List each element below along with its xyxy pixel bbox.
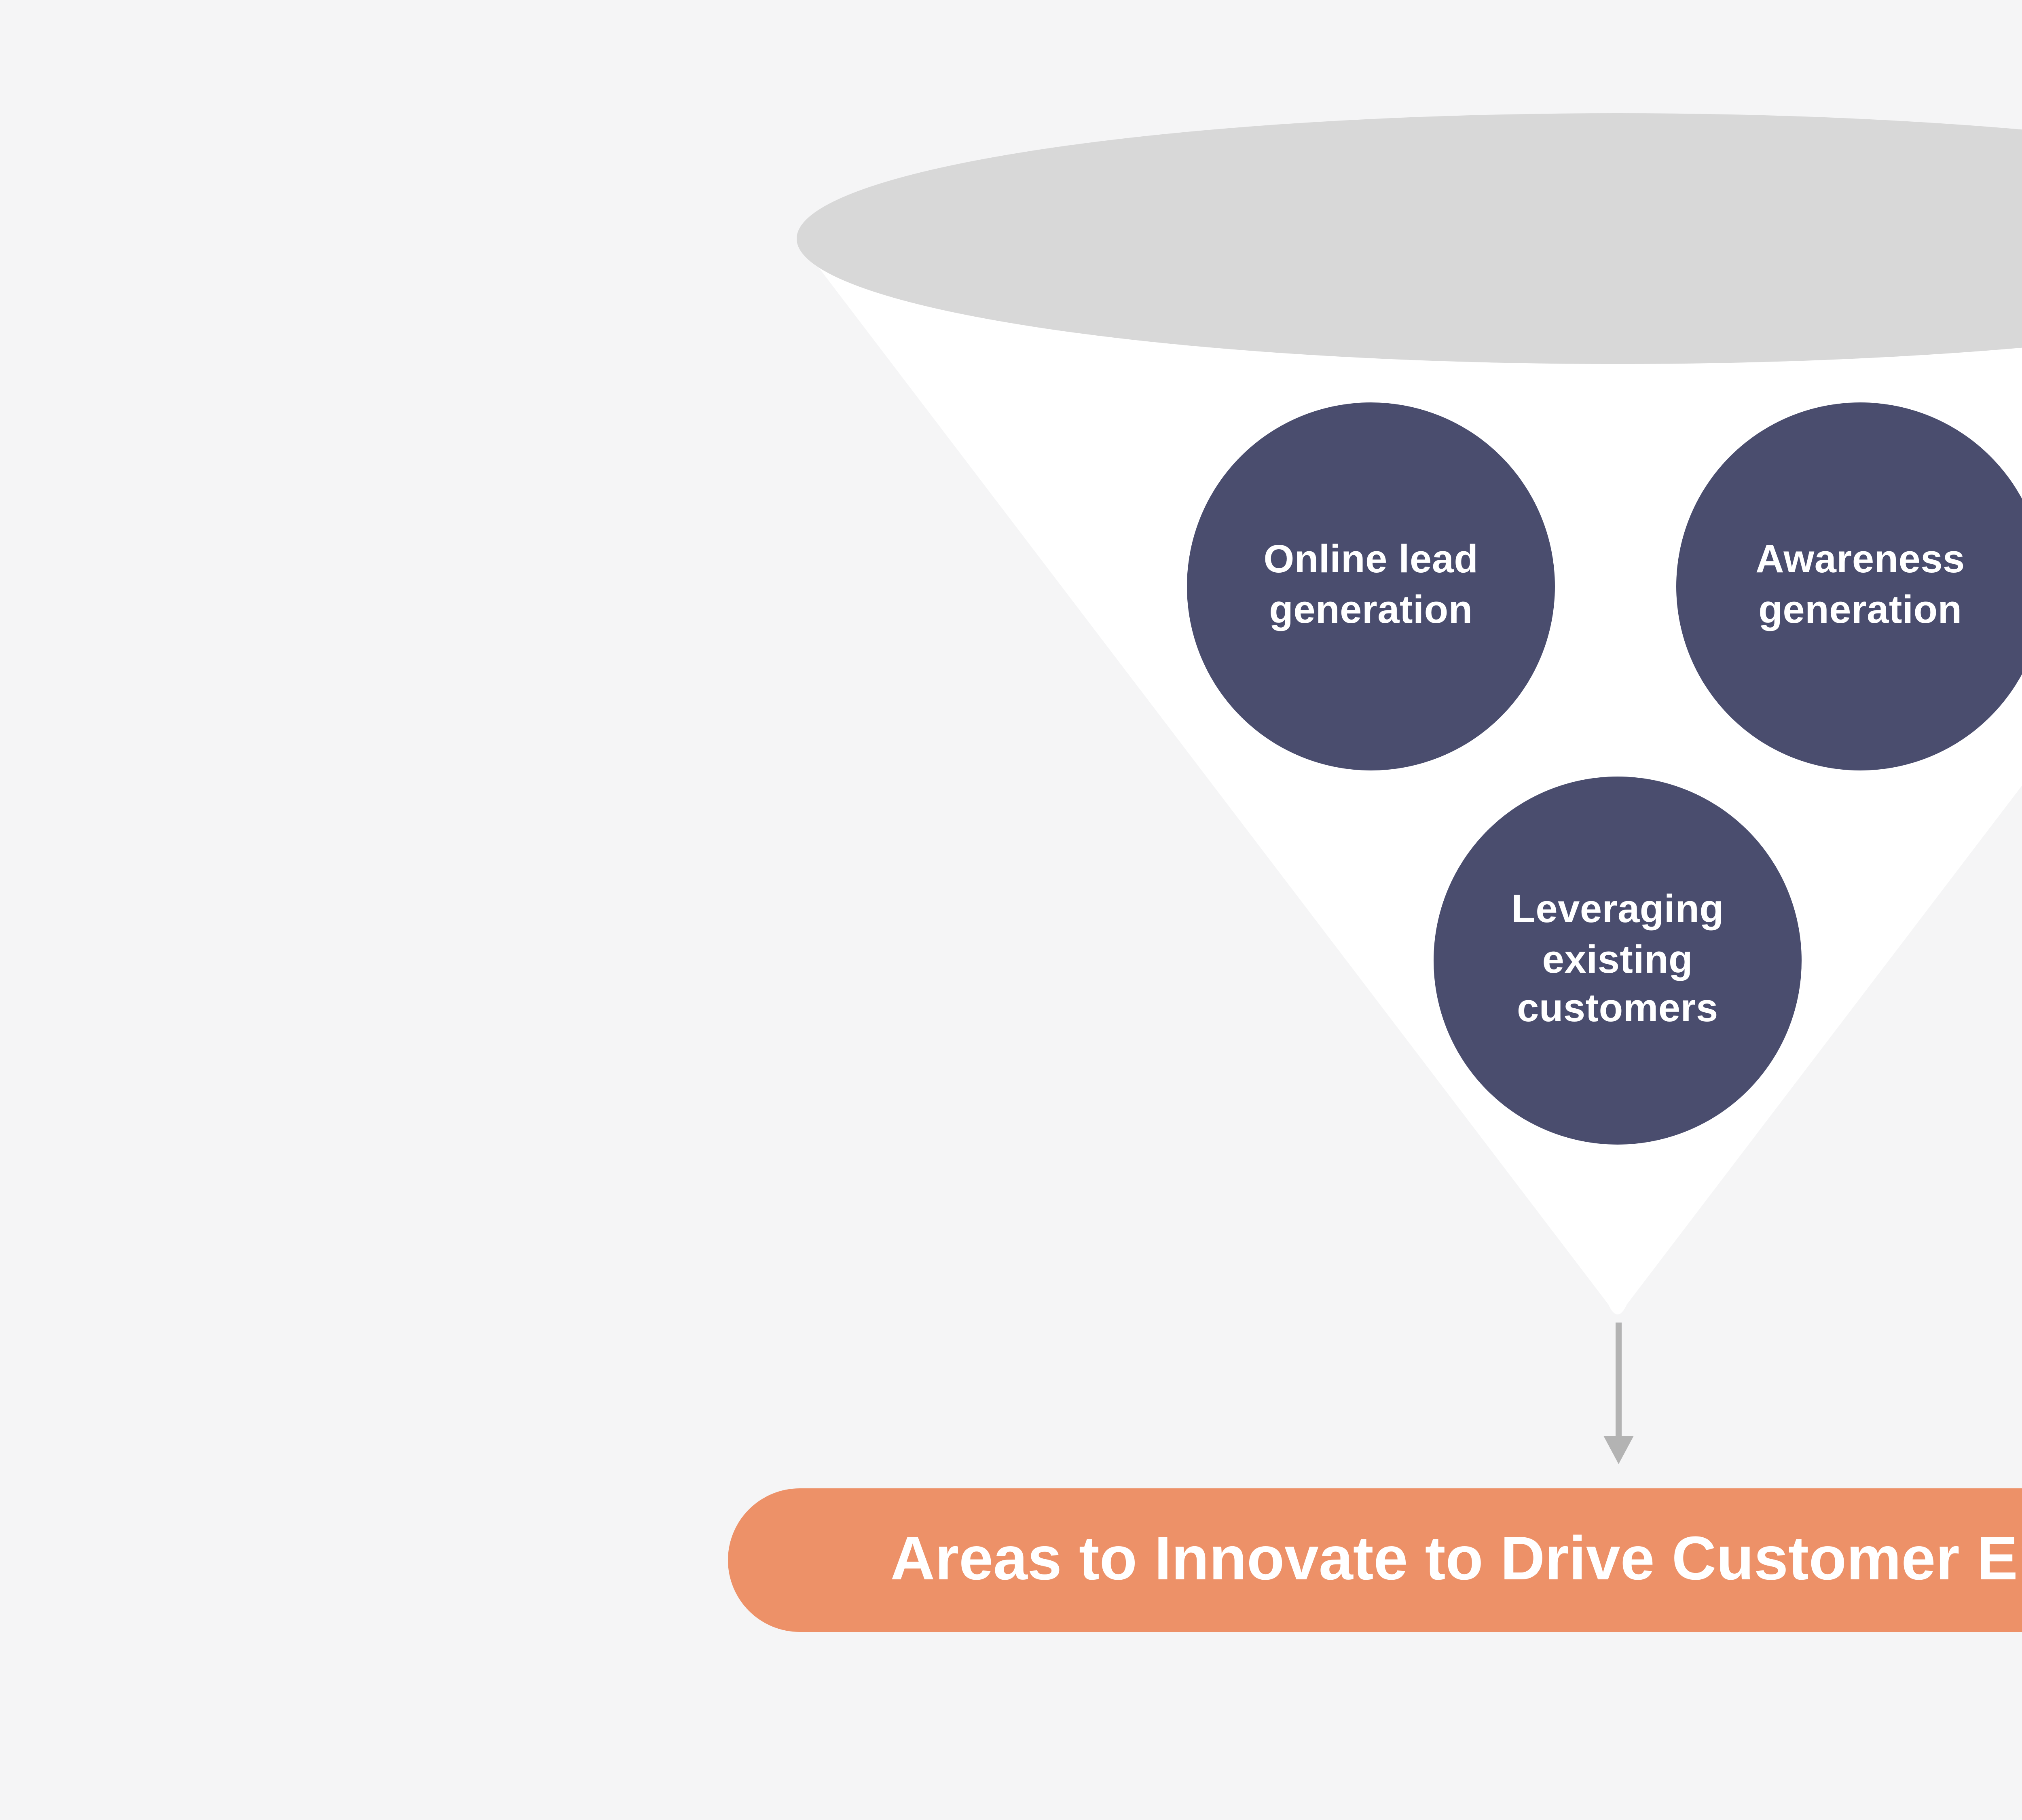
bubble-label: Leveraging existing customers xyxy=(1511,887,1724,1033)
result-banner: Areas to Innovate to Drive Customer Enga… xyxy=(728,1488,2022,1632)
funnel-bubble-awareness-generation: Awareness generation xyxy=(1676,402,2022,770)
down-arrow-icon xyxy=(1603,1323,1634,1464)
funnel-bubble-online-lead-generation: Online lead generation xyxy=(1187,402,1555,770)
funnel-top-ellipse xyxy=(797,113,2022,364)
result-banner-label: Areas to Innovate to Drive Customer Enga… xyxy=(890,1525,2022,1594)
bubble-label: Online lead generation xyxy=(1263,538,1478,633)
bubble-label: Awareness generation xyxy=(1756,538,1965,633)
funnel-cone xyxy=(797,239,2022,1314)
funnel-bubble-leveraging-existing-customers: Leveraging existing customers xyxy=(1434,777,1802,1145)
